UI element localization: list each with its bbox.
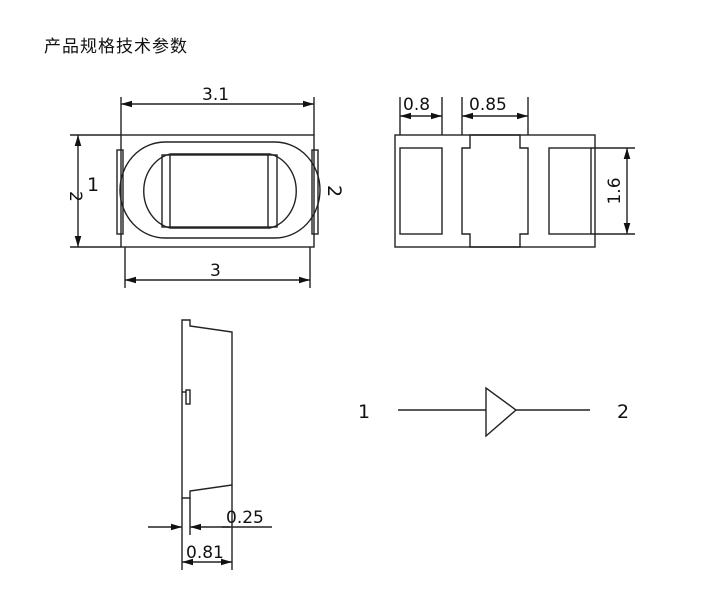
dim-label-0-85: 0.85 (469, 95, 507, 115)
bottom-view-outline (394, 134, 596, 248)
dim-label-0-8: 0.8 (403, 95, 430, 115)
lead-left (116, 149, 124, 235)
lens-outer (119, 141, 321, 239)
top-pin-1-label: 1 (87, 174, 99, 196)
symbol-pin-2-label: 2 (617, 401, 629, 423)
diode-triangle (485, 386, 518, 438)
dim-label-3: 3 (210, 261, 221, 281)
dim-label-3-1: 3.1 (202, 85, 229, 105)
dim-label-0-81: 0.81 (186, 543, 224, 563)
side-view (148, 319, 272, 570)
lead-right (311, 149, 319, 235)
top-view-outline (120, 134, 315, 248)
diode-symbol (398, 386, 590, 438)
side-notch (185, 389, 191, 405)
symbol-pin-1-label: 1 (358, 401, 370, 423)
top-view (70, 97, 321, 288)
side-profile (181, 319, 233, 499)
bottom-view (394, 97, 635, 248)
page-title: 产品规格技术参数 (44, 37, 188, 57)
dim-label-2: 2 (65, 191, 85, 202)
pad-right (548, 147, 592, 235)
dim-label-0-25: 0.25 (226, 508, 264, 528)
lens-inner (143, 153, 297, 229)
dim-label-1-6: 1.6 (605, 177, 625, 204)
pad-left (399, 147, 443, 235)
top-pin-2-label: 2 (323, 185, 345, 197)
die-cavity (161, 154, 278, 228)
center-pad (461, 134, 529, 248)
